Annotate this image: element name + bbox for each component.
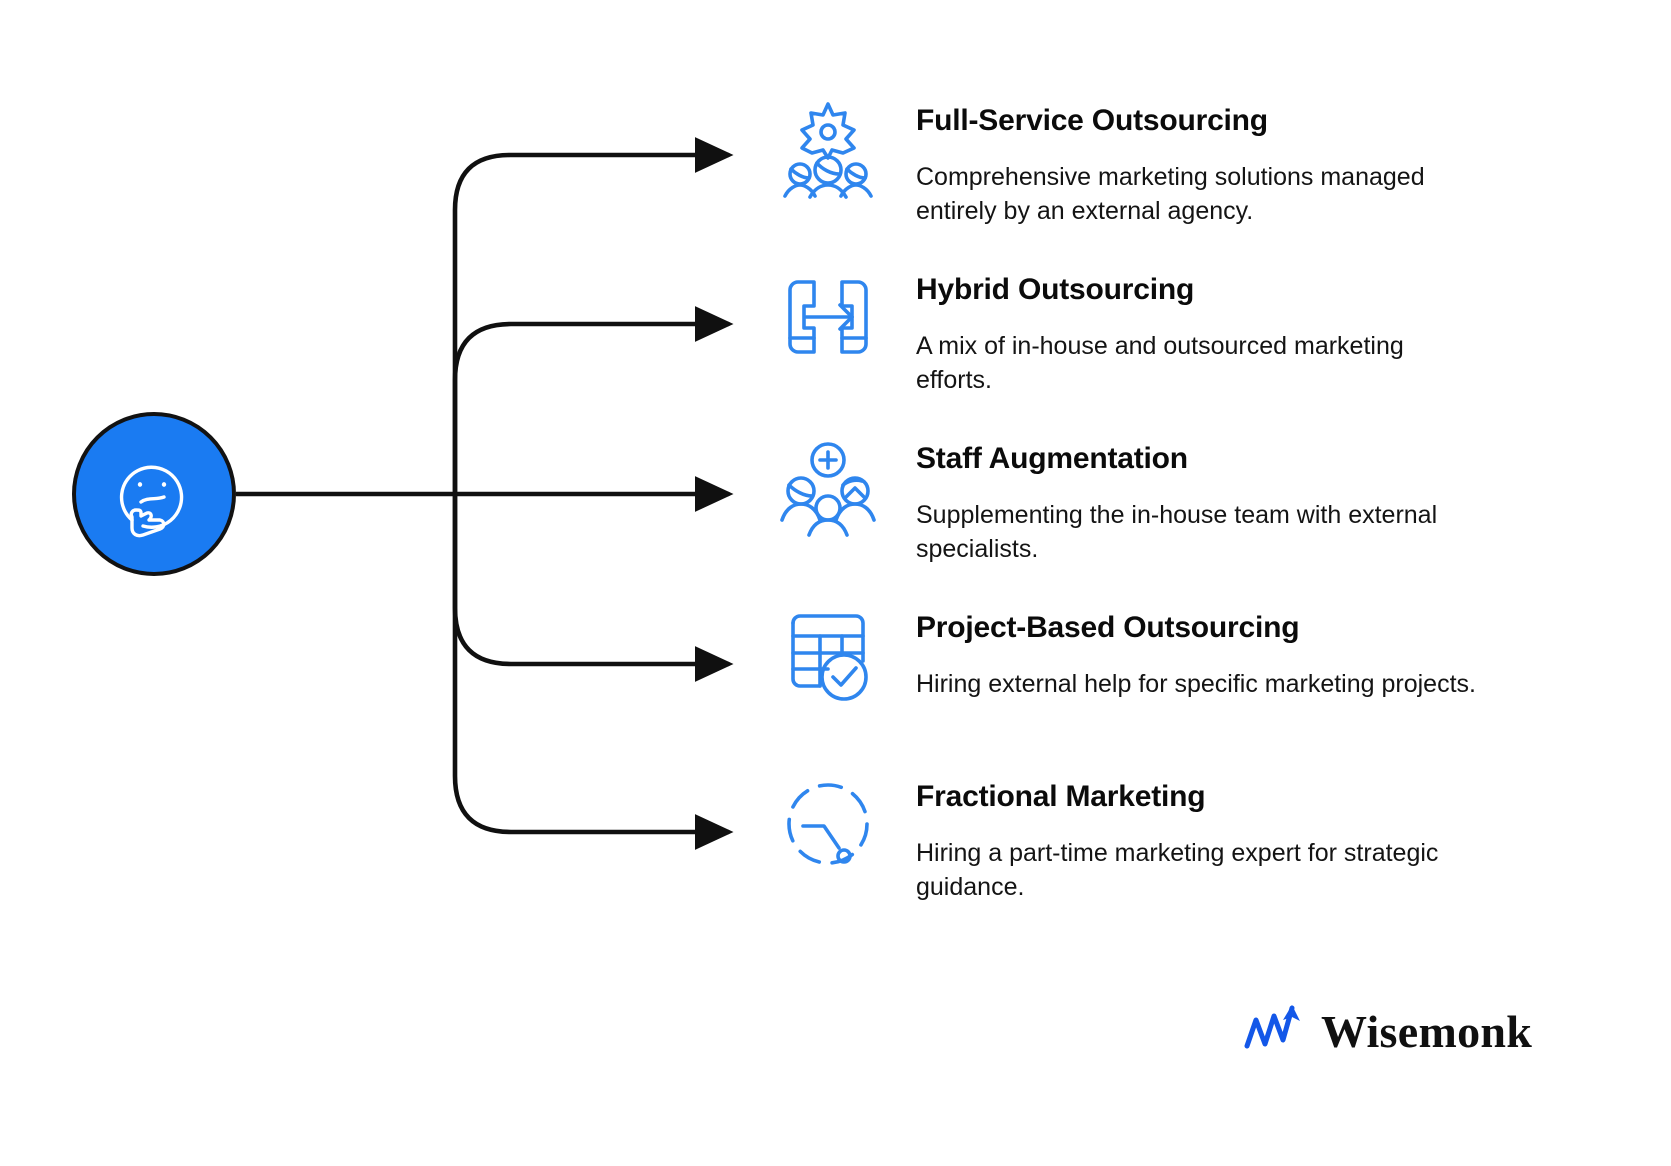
connector-branch-2 [452, 306, 734, 497]
central-node[interactable] [72, 412, 236, 576]
branch-text-block: Hybrid Outsourcing A mix of in-house and… [916, 273, 1496, 398]
branch-text-block: Project-Based Outsourcing Hiring externa… [916, 611, 1496, 702]
branch-description: Hiring external help for specific market… [916, 670, 1476, 698]
dashed-clock-icon [787, 783, 869, 865]
connector-branch-4 [452, 491, 734, 682]
branch-title: Project-Based Outsourcing [916, 611, 1300, 644]
brand-logo[interactable]: Wisemonk [1243, 1000, 1532, 1064]
wisemonk-arrow-logo-icon [1244, 1005, 1300, 1049]
transfer-arrow-icon [788, 280, 868, 354]
branch-title: Fractional Marketing [916, 780, 1206, 813]
branch-text-block: Fractional Marketing Hiring a part-time … [916, 780, 1496, 905]
central-node-disc [72, 412, 236, 576]
branch-description: Comprehensive marketing solutions manage… [916, 163, 1425, 225]
thinking-face-icon [119, 465, 184, 538]
branch-description: Hiring a part-time marketing expert for … [916, 839, 1439, 901]
connector-branch-1 [452, 137, 734, 497]
branch-description: Supplementing the in-house team with ext… [916, 501, 1438, 563]
branch-text-block: Staff Augmentation Supplementing the in-… [916, 442, 1496, 567]
branch-text-block: Full-Service Outsourcing Comprehensive m… [916, 104, 1496, 229]
gear-team-icon [783, 102, 873, 199]
table-check-icon [791, 614, 868, 701]
branch-description: A mix of in-house and outsourced marketi… [916, 332, 1404, 394]
branch-title: Hybrid Outsourcing [916, 273, 1195, 306]
branch-title: Full-Service Outsourcing [916, 104, 1268, 137]
branch-title: Staff Augmentation [916, 442, 1188, 475]
add-person-group-icon [780, 442, 876, 537]
brand-wordmark: Wisemonk [1321, 1006, 1533, 1057]
connector-branch-5 [452, 491, 734, 850]
